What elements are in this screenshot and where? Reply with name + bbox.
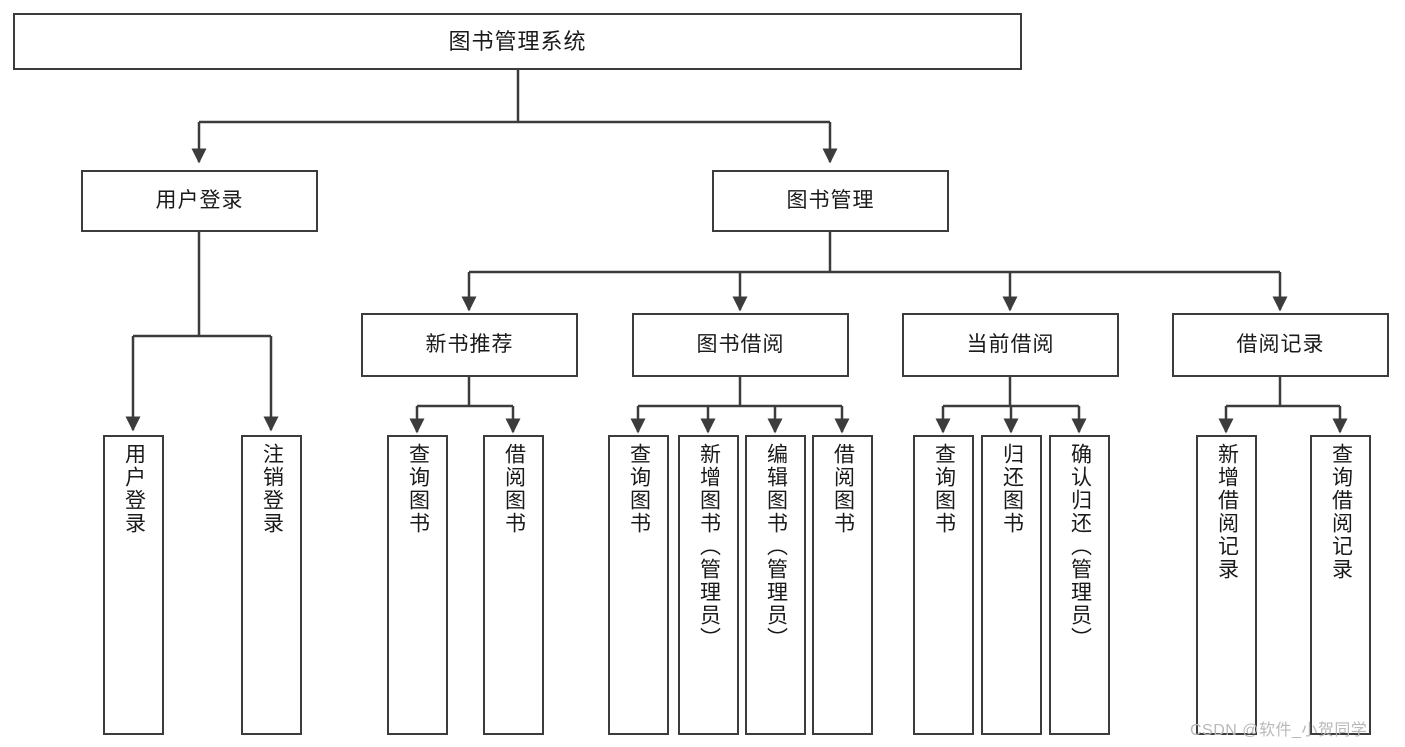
node-label: 编辑图书（管理员） <box>764 443 788 650</box>
node-current-borrow[interactable]: 当前借阅 <box>902 313 1119 377</box>
leaf-user-login-logout[interactable]: 注销登录 <box>241 435 302 735</box>
node-label: 新书推荐 <box>425 332 514 356</box>
node-label: 图书借阅 <box>696 332 785 356</box>
node-label: 查询图书 <box>932 443 956 535</box>
node-label: 确认归还（管理员） <box>1068 443 1092 650</box>
node-label: 归还图书 <box>1000 443 1024 535</box>
node-label: 注销登录 <box>260 443 284 535</box>
leaf-new-book-query[interactable]: 查询图书 <box>387 435 448 735</box>
node-root-system[interactable]: 图书管理系统 <box>13 13 1022 70</box>
leaf-current-borrow-return[interactable]: 归还图书 <box>981 435 1042 735</box>
leaf-current-borrow-confirm-return[interactable]: 确认归还（管理员） <box>1049 435 1110 735</box>
node-label: 查询图书 <box>627 443 651 535</box>
leaf-new-book-borrow[interactable]: 借阅图书 <box>483 435 544 735</box>
node-label: 借阅图书 <box>502 443 526 535</box>
node-label: 新增图书（管理员） <box>697 443 721 650</box>
node-label: 当前借阅 <box>966 332 1055 356</box>
node-book-management[interactable]: 图书管理 <box>712 170 949 232</box>
node-user-login[interactable]: 用户登录 <box>81 170 318 232</box>
node-label: 借阅记录 <box>1236 332 1325 356</box>
leaf-user-login-login[interactable]: 用户登录 <box>103 435 164 735</box>
node-label: 用户登录 <box>155 188 244 212</box>
leaf-borrow-records-query[interactable]: 查询借阅记录 <box>1310 435 1371 735</box>
leaf-current-borrow-query[interactable]: 查询图书 <box>913 435 974 735</box>
node-label: 查询借阅记录 <box>1329 443 1353 581</box>
node-label: 用户登录 <box>122 443 146 535</box>
node-book-borrow[interactable]: 图书借阅 <box>632 313 849 377</box>
node-label: 借阅图书 <box>831 443 855 535</box>
node-new-book-recommend[interactable]: 新书推荐 <box>361 313 578 377</box>
node-label: 图书管理 <box>786 188 875 212</box>
csdn-watermark: CSDN @软件_小贺同学 <box>1190 722 1368 739</box>
node-borrow-records[interactable]: 借阅记录 <box>1172 313 1389 377</box>
leaf-borrow-records-add[interactable]: 新增借阅记录 <box>1196 435 1257 735</box>
leaf-book-borrow-edit[interactable]: 编辑图书（管理员） <box>745 435 806 735</box>
leaf-book-borrow-query[interactable]: 查询图书 <box>608 435 669 735</box>
node-label: 查询图书 <box>406 443 430 535</box>
node-label: 新增借阅记录 <box>1215 443 1239 581</box>
leaf-book-borrow-add[interactable]: 新增图书（管理员） <box>678 435 739 735</box>
leaf-book-borrow-borrow[interactable]: 借阅图书 <box>812 435 873 735</box>
node-label: 图书管理系统 <box>448 28 587 54</box>
